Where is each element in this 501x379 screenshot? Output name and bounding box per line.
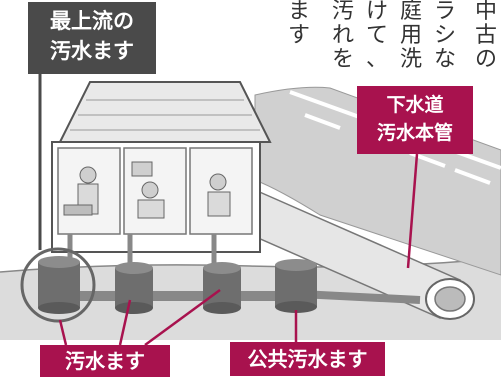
pipe-opening: [434, 286, 466, 312]
text-column-1: 中古の: [474, 0, 497, 72]
label-public-masu: 公共汚水ます: [230, 342, 385, 376]
text-column-3: 庭用洗: [399, 0, 422, 72]
label-masu: 汚水ます: [40, 345, 170, 377]
house: [51, 81, 272, 253]
leader-masu-1: [58, 319, 68, 346]
text-column-4: けて、: [365, 0, 388, 72]
label-sewer-main: 下水道 汚水本管: [357, 86, 473, 154]
text-column-5: 汚れを: [331, 0, 354, 72]
label-top-upstream-masu: 最上流の 汚水ます: [28, 2, 156, 74]
text-column-2: ラシな: [433, 0, 456, 72]
leader-masu-3: [144, 288, 221, 347]
leader-sewer: [406, 153, 419, 269]
text-column-6: ます: [287, 0, 310, 48]
connection-pipe: [299, 290, 421, 304]
highlight-circle: [20, 247, 96, 323]
tanks: [38, 256, 317, 314]
leader-masu-2: [118, 299, 132, 346]
